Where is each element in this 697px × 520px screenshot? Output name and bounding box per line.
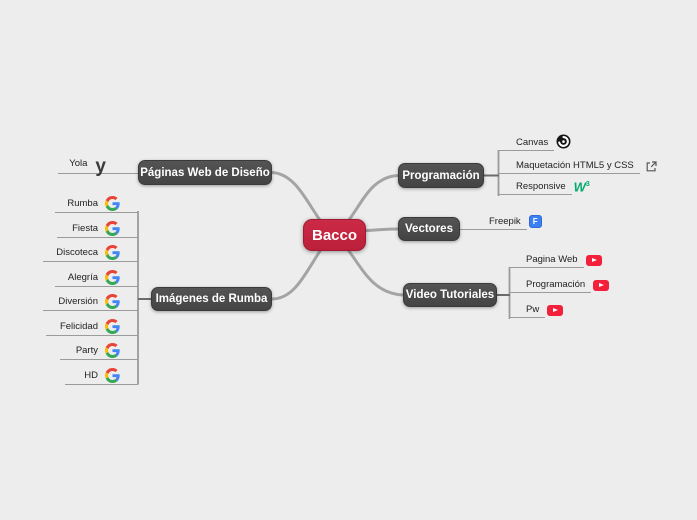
child-topic-yola[interactable]: Yola y — [58, 155, 138, 177]
child-topic-canvas[interactable]: Canvas — [498, 134, 571, 151]
child-topic-label: Alegría — [67, 271, 98, 283]
child-topic-responsive[interactable]: Responsive W3 — [498, 178, 590, 195]
child-topic-hd[interactable]: HD — [65, 367, 138, 385]
child-topic-label: Diversión — [58, 295, 98, 307]
canvas-site-icon — [556, 134, 571, 149]
child-topic-label: Pw — [526, 303, 540, 315]
child-topic-maquetacion[interactable]: Maquetación HTML5 y CSS — [498, 157, 657, 174]
google-icon — [105, 318, 120, 334]
child-topic-felicidad[interactable]: Felicidad — [46, 318, 138, 336]
child-topic-pw[interactable]: Pw — [509, 301, 564, 318]
child-topic-label: Fiesta — [72, 222, 98, 234]
freepik-icon: F — [528, 215, 542, 228]
branch-topic-label: Programación — [402, 169, 480, 182]
google-icon — [105, 367, 120, 383]
child-topic-diversion[interactable]: Diversión — [43, 293, 138, 311]
child-topic-fiesta[interactable]: Fiesta — [57, 220, 138, 238]
branch-topic-label: Vectores — [405, 223, 453, 235]
child-topic-freepik[interactable]: Freepik F — [460, 213, 542, 230]
google-icon — [105, 220, 120, 236]
child-topic-label: Freepik — [489, 215, 521, 227]
youtube-icon — [585, 255, 602, 266]
child-topic-label: Programación — [526, 278, 586, 290]
child-topic-label: Rumba — [67, 197, 98, 209]
child-topic-party[interactable]: Party — [60, 342, 138, 360]
branch-topic-paginas-web[interactable]: Páginas Web de Diseño — [138, 160, 272, 185]
w3schools-icon: W3 — [573, 179, 590, 194]
branch-topic-vectores[interactable]: Vectores — [398, 217, 460, 241]
child-topic-label: Responsive — [516, 180, 566, 192]
google-icon — [105, 244, 120, 260]
child-topic-label: Canvas — [516, 136, 549, 148]
branch-topic-label: Páginas Web de Diseño — [140, 166, 270, 179]
child-topic-programacion-video[interactable]: Programación — [509, 276, 610, 293]
google-icon — [105, 269, 120, 285]
yola-icon: y — [95, 155, 106, 177]
branch-topic-imagenes-rumba[interactable]: Imágenes de Rumba — [151, 287, 272, 311]
branch-topic-video-tutoriales[interactable]: Video Tutoriales — [403, 283, 497, 307]
root-topic-label: Bacco — [311, 226, 358, 244]
child-topic-label: Discoteca — [56, 246, 98, 258]
child-topic-rumba[interactable]: Rumba — [55, 195, 138, 213]
youtube-icon — [593, 280, 610, 291]
google-icon — [105, 293, 120, 309]
child-topic-pagina-web[interactable]: Pagina Web — [509, 251, 602, 268]
child-topic-label: Pagina Web — [526, 253, 578, 265]
google-icon — [105, 195, 120, 211]
child-topic-alegria[interactable]: Alegría — [55, 269, 138, 287]
child-topic-label: Maquetación HTML5 y CSS — [516, 159, 634, 171]
child-topic-label: Party — [75, 344, 98, 356]
child-topic-label: HD — [84, 369, 98, 381]
branch-topic-programacion[interactable]: Programación — [398, 163, 484, 188]
youtube-icon — [547, 305, 564, 316]
child-topic-discoteca[interactable]: Discoteca — [43, 244, 138, 262]
root-topic[interactable]: Bacco — [303, 219, 366, 251]
branch-topic-label: Video Tutoriales — [405, 289, 495, 301]
external-link-icon[interactable] — [646, 161, 657, 172]
branch-topic-label: Imágenes de Rumba — [155, 293, 268, 305]
google-icon — [105, 342, 120, 358]
child-topic-label: Felicidad — [59, 320, 98, 332]
child-topic-label: Yola — [69, 158, 88, 169]
